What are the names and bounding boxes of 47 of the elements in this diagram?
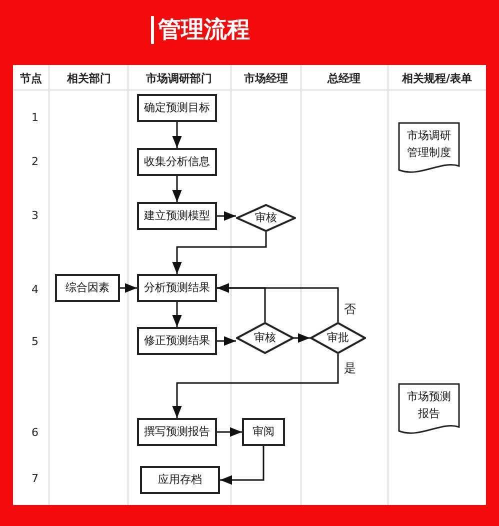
title: 管理流程 [158,16,250,45]
edge-label: 否 [344,300,356,318]
arrow [217,283,339,322]
process-box: 收集分析信息 [137,148,217,176]
arrow [120,283,137,293]
node-label: 市场调研管理制度 [406,128,452,160]
column-header: 相关规程/表单 [402,70,472,86]
decision-diamond [310,322,366,354]
node-label: 审批 [327,330,349,346]
node-label: 市场预测报告 [406,389,452,422]
process-box: 综合因素 [55,274,120,302]
row-number: 3 [32,208,38,222]
process-box: 撰写预测报告 [137,418,217,446]
document-shape [398,383,460,437]
process-box: 审阅 [242,418,285,446]
column-header: 节点 [20,70,42,86]
process-box: 确定预测目标 [137,94,217,122]
column-header: 市场调研部门 [146,70,212,86]
edge-label: 是 [344,360,356,376]
arrow [172,176,182,202]
row-number: 1 [32,110,38,124]
row-number: 4 [32,282,38,296]
arrow [172,122,182,148]
decision-diamond [236,204,296,232]
arrow [217,336,236,346]
document-shape [398,122,460,176]
process-box: 修正预测结果 [137,327,217,355]
arrow [172,302,182,327]
node-label: 审核 [254,330,276,346]
process-box: 应用存档 [140,466,220,494]
arrow [220,446,264,485]
column-header: 相关部门 [67,70,111,86]
decision-diamond [236,322,294,354]
arrow [217,211,236,221]
row-number: 5 [32,334,38,348]
row-number: 6 [32,426,38,438]
arrow [294,333,310,343]
arrow [172,232,267,274]
node-label: 审核 [255,210,277,226]
process-box: 建立预测模型 [137,202,217,230]
row-number: 7 [32,472,38,484]
row-number: 2 [32,154,38,168]
arrow [172,354,339,418]
arrow [217,427,242,437]
process-box: 分析预测结果 [137,274,217,302]
column-header: 总经理 [328,70,360,86]
column-header: 市场经理 [244,70,288,86]
